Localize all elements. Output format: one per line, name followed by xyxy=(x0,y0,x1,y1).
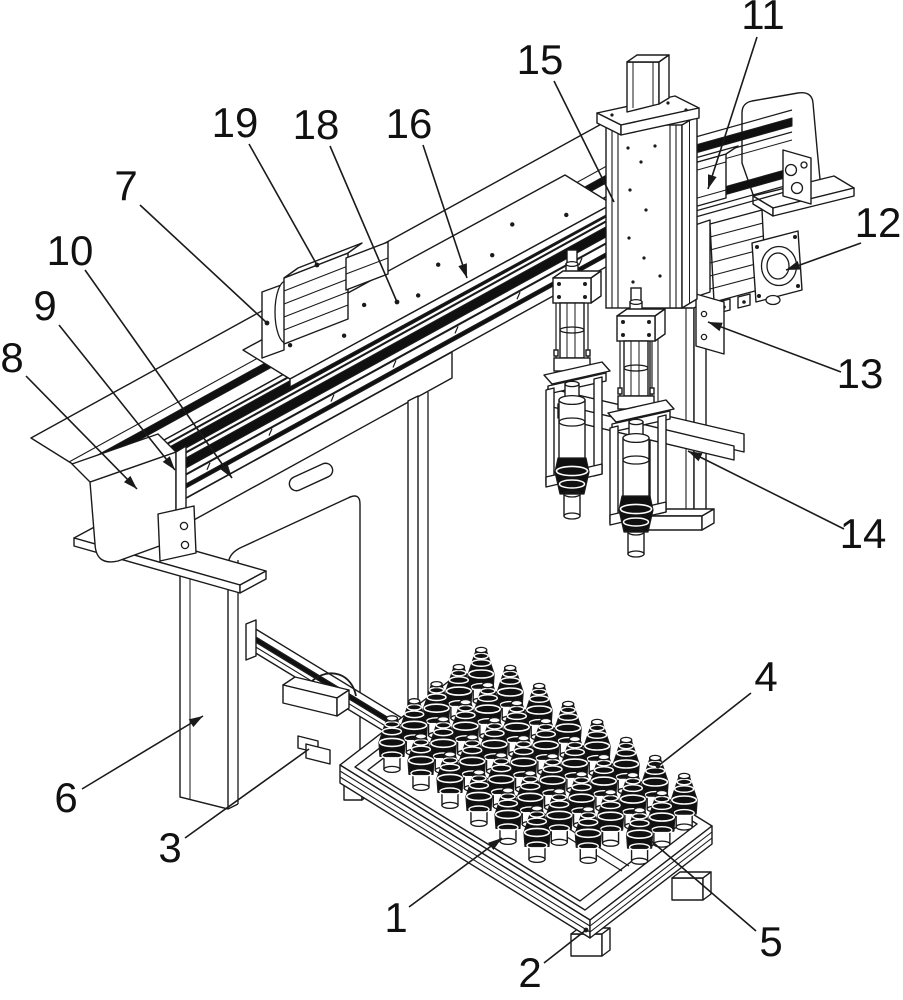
bottle xyxy=(574,806,602,864)
gripper-cylinder xyxy=(543,249,611,520)
part-label-16: 16 xyxy=(386,100,433,147)
leader-line-5 xyxy=(648,838,757,932)
part-label-19: 19 xyxy=(212,99,259,146)
x-drive-motor xyxy=(261,241,389,359)
gripper-cylinder-units xyxy=(543,249,745,558)
part-label-12: 12 xyxy=(855,199,902,246)
leader-line-1 xyxy=(408,837,503,908)
part-label-7: 7 xyxy=(114,162,137,209)
leader-line-8 xyxy=(25,375,138,490)
leader-line-7 xyxy=(139,204,270,326)
part-label-1: 1 xyxy=(384,894,407,941)
part-label-3: 3 xyxy=(158,824,181,871)
bottle xyxy=(670,772,698,831)
part-label-4: 4 xyxy=(754,653,777,700)
bottle xyxy=(378,715,406,774)
bottle xyxy=(625,806,654,865)
leader-line-12 xyxy=(785,242,862,271)
bottle xyxy=(612,736,640,795)
leader-line-3 xyxy=(184,748,310,839)
part-label-9: 9 xyxy=(33,282,56,329)
leader-line-16 xyxy=(422,144,468,279)
bottle xyxy=(641,754,669,813)
part-label-14: 14 xyxy=(840,510,887,557)
leader-line-15 xyxy=(553,80,615,203)
leader-line-13 xyxy=(707,321,842,373)
leader-line-11 xyxy=(707,36,758,190)
bottle xyxy=(487,752,515,810)
part-label-8: 8 xyxy=(0,334,23,381)
leader-line-19 xyxy=(248,143,320,268)
bottle xyxy=(596,788,625,847)
leader-line-10 xyxy=(84,269,233,479)
part-label-18: 18 xyxy=(293,101,340,148)
leader-line-18 xyxy=(329,145,400,305)
bottle xyxy=(545,788,573,846)
bottle xyxy=(407,733,435,792)
part-label-15: 15 xyxy=(517,36,564,83)
leader-line-6 xyxy=(81,715,204,790)
tray-conveyor-module xyxy=(245,619,416,765)
part-label-11: 11 xyxy=(741,0,785,38)
leader-line-9 xyxy=(58,324,176,471)
leader-line-14 xyxy=(687,450,845,530)
part-label-6: 6 xyxy=(54,774,77,821)
bottle xyxy=(436,751,464,810)
leader-line-2 xyxy=(543,927,589,964)
part-label-2: 2 xyxy=(518,949,541,996)
part-label-5: 5 xyxy=(759,918,782,965)
bottle xyxy=(465,769,493,828)
beam-end-block xyxy=(71,433,267,594)
axis-drive-motor xyxy=(691,209,803,314)
bottle xyxy=(523,805,551,864)
gripper-cylinder xyxy=(607,287,675,558)
bottle xyxy=(474,681,502,740)
leader-line-4 xyxy=(655,692,752,769)
bottle-array xyxy=(378,646,698,865)
part-label-10: 10 xyxy=(47,227,94,274)
end-bracket-plate xyxy=(782,149,812,205)
bottle xyxy=(494,787,522,846)
part-label-13: 13 xyxy=(837,350,884,397)
